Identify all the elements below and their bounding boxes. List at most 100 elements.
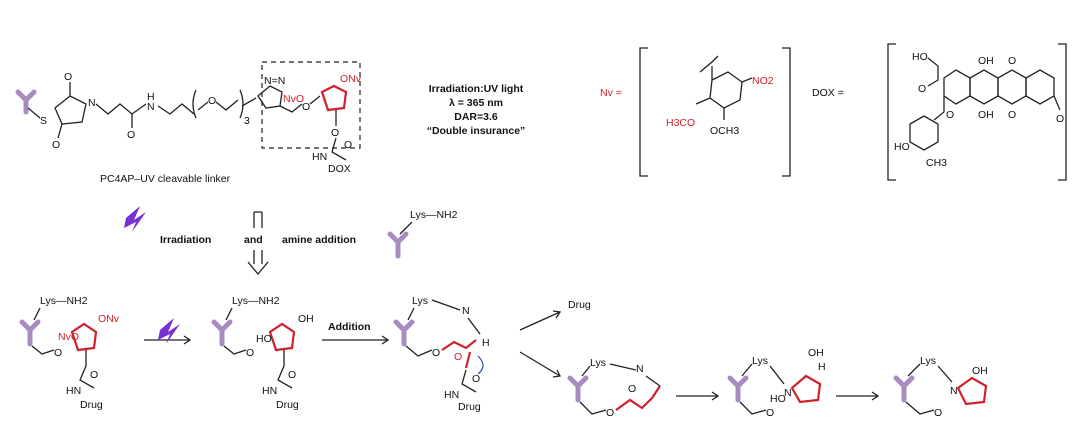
s4-lys: Lys — [590, 357, 606, 369]
s3-hn: HN — [444, 389, 459, 401]
s1-o2: O — [90, 369, 98, 381]
s5-h: H — [818, 361, 826, 373]
s5-ho: HO — [770, 393, 786, 405]
arrow-to-drug — [519, 311, 561, 331]
atom-o-7: O — [344, 139, 352, 151]
dox-o1: O — [918, 83, 926, 95]
s3-o2: O — [472, 373, 480, 385]
s6-n: N — [950, 385, 958, 397]
structure-6: Lys N OH O — [893, 355, 988, 419]
condition-line-4: “Double insurance” — [427, 125, 526, 137]
atom-s: S — [40, 115, 47, 127]
cleavable-unit-box — [261, 61, 361, 149]
s1-lys: Lys—NH2 — [40, 295, 88, 307]
s2-oh: OH — [298, 313, 314, 325]
atom-n-1: N — [88, 97, 96, 109]
condition-line-2: λ = 365 nm — [449, 97, 503, 109]
dox-oh2: OH — [978, 109, 994, 121]
structure-3: Lys N H O O O HN Drug — [393, 295, 490, 413]
step-and: and — [244, 234, 263, 246]
s2-drug: Drug — [276, 399, 299, 411]
atom-dox: DOX — [328, 163, 351, 175]
s3-o-red: O — [454, 351, 462, 363]
dox-label: DOX = — [812, 87, 844, 99]
s5-o: O — [766, 407, 774, 419]
conditions-block: Irradiation:UV light λ = 365 nm DAR=3.6 … — [427, 83, 526, 137]
condition-line-1: Irradiation:UV light — [429, 83, 524, 95]
nv-label: Nv = — [600, 87, 622, 99]
lightning-icon — [158, 318, 180, 344]
atom-o-6: O — [331, 127, 339, 139]
s1-nvo: NvO — [58, 331, 79, 343]
s3-drug: Drug — [458, 401, 481, 413]
dox-oh1: OH — [978, 55, 994, 67]
s3-o: O — [432, 347, 440, 359]
s4-n: N — [636, 363, 644, 375]
nv-bracket — [639, 47, 791, 177]
dox-ch3: CH3 — [926, 157, 947, 169]
s2-o: O — [246, 347, 254, 359]
nv-no2: NO2 — [752, 75, 774, 87]
dox-o3: O — [1008, 109, 1016, 121]
s3-n: N — [462, 305, 470, 317]
s5-oh: OH — [808, 347, 824, 359]
s5-n: N — [784, 387, 792, 399]
s4-o2: O — [628, 383, 636, 395]
lys-nh2-label: Lys—NH2 — [410, 209, 458, 221]
s2-lys: Lys—NH2 — [232, 295, 280, 307]
nv-structure: NO2 H3CO OCH3 — [666, 55, 774, 137]
atom-n-2: N — [147, 101, 155, 113]
s6-oh: OH — [972, 365, 988, 377]
atom-o-2: O — [52, 139, 60, 151]
atom-o-5: O — [302, 101, 310, 113]
lightning-icon — [124, 206, 146, 232]
s6-lys: Lys — [920, 355, 936, 367]
s1-hn: HN — [66, 385, 81, 397]
atom-o-4: O — [208, 95, 216, 107]
onv-label: ONv — [340, 73, 362, 85]
dox-ho2: HO — [894, 141, 910, 153]
dox-o-gly: O — [946, 109, 954, 121]
s3-h: H — [482, 337, 490, 349]
addition-label: Addition — [328, 321, 371, 333]
atom-o-1: O — [64, 71, 72, 83]
dox-ome: O — [1056, 113, 1064, 125]
down-arrow — [247, 211, 269, 276]
linker-structure: S O O N O H N O 3 N=N O NvO ONv O — [27, 61, 362, 175]
s3-lys: Lys — [412, 295, 428, 307]
dox-o2: O — [1008, 55, 1016, 67]
structure-5: Lys N OH H HO O — [727, 347, 826, 419]
s6-o: O — [934, 407, 942, 419]
s2-hn: HN — [262, 385, 277, 397]
dox-ho: HO — [912, 51, 928, 63]
s2-o2: O — [288, 369, 296, 381]
step-irradiation: Irradiation — [160, 234, 211, 246]
drug-released: Drug — [568, 299, 591, 311]
atom-hn: HN — [312, 151, 327, 163]
condition-line-3: DAR=3.6 — [454, 111, 498, 123]
electron-arrow — [477, 355, 484, 375]
antibody-icon — [15, 89, 37, 115]
nvo-label: NvO — [283, 93, 304, 105]
atom-o-3: O — [127, 129, 135, 141]
structure-1: Lys—NH2 O NvO ONv O HN Drug — [19, 295, 120, 411]
s1-o: O — [54, 347, 62, 359]
s4-o: O — [606, 407, 614, 419]
step-amine-addition: amine addition — [282, 234, 356, 246]
arrow-to-s4 — [519, 351, 561, 377]
s1-drug: Drug — [80, 399, 103, 411]
s2-ho: HO — [256, 333, 272, 345]
antibody-icon — [387, 231, 409, 259]
dox-structure: HO O OH O OH O O O HO CH3 — [894, 51, 1064, 169]
structure-2: Lys—NH2 O HO OH O HN Drug — [211, 295, 314, 411]
nv-och3-bottom: OCH3 — [710, 125, 739, 137]
atom-h: H — [147, 91, 155, 103]
s5-lys: Lys — [752, 355, 768, 367]
triazole-label: N=N — [264, 75, 285, 87]
dox-bracket — [887, 43, 1067, 181]
nv-och3-left: H3CO — [666, 117, 695, 129]
linker-caption: PC4AP–UV cleavable linker — [100, 173, 231, 185]
structure-4: Lys N O O — [567, 357, 661, 419]
peg-subscript: 3 — [244, 115, 250, 127]
